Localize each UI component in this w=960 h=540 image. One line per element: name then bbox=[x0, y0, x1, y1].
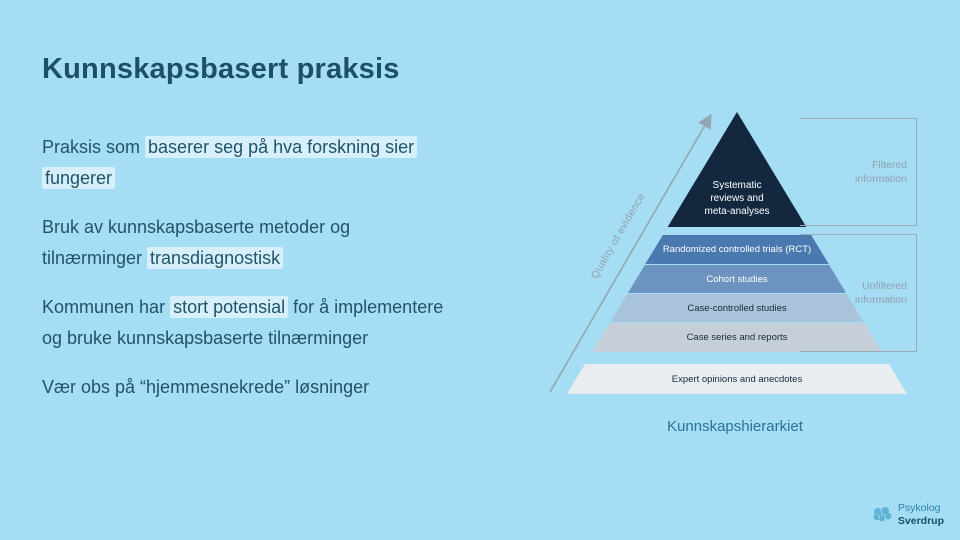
pyramid-layer-case-series: Case series and reports bbox=[592, 323, 882, 352]
pyramid-caption: Kunnskapshierarkiet bbox=[667, 418, 803, 435]
bullet-item: Vær obs på “hjemmesnekrede” løsninger bbox=[42, 372, 542, 403]
highlighted-text: stort potensial bbox=[170, 295, 289, 318]
logo-line-sverdrup: Sverdrup bbox=[897, 514, 944, 527]
bullet-item: Praksis som baserer seg på hva forskning… bbox=[42, 132, 542, 194]
bullet-text: for å implementere og bruke kunnskapsbas… bbox=[42, 296, 444, 348]
pyramid-layer-rct: Randomized controlled trials (RCT) bbox=[645, 235, 829, 264]
bullet-text: Bruk av kunnskapsbaserte metoder og tiln… bbox=[42, 216, 351, 268]
logo-name: Psykolog Sverdrup bbox=[898, 502, 944, 528]
quality-of-evidence-arrow-icon bbox=[549, 113, 712, 393]
logo: Psykolog Sverdrup bbox=[872, 502, 944, 528]
bullet-list: Praksis som baserer seg på hva forskning… bbox=[42, 114, 542, 418]
evidence-pyramid: Systematic reviews and meta-analyses Ran… bbox=[567, 112, 907, 394]
pyramid-layer-cohort-studies: Cohort studies bbox=[627, 265, 847, 293]
slide-title: Kunnskapsbasert praksis bbox=[42, 53, 400, 86]
unfiltered-information-bracket: Unfiltered information bbox=[800, 234, 917, 352]
bullet-item: Bruk av kunnskapsbaserte metoder og tiln… bbox=[42, 212, 542, 274]
filtered-information-bracket: Filtered information bbox=[800, 118, 917, 226]
pyramid-layer-expert-opinions: Expert opinions and anecdotes bbox=[567, 364, 907, 394]
bullet-text: Kommunen har bbox=[42, 296, 171, 317]
highlighted-text: transdiagnostisk bbox=[147, 246, 284, 269]
logo-line-psykolog: Psykolog bbox=[897, 501, 941, 514]
pyramid-layer-case-controlled: Case-controlled studies bbox=[610, 294, 864, 322]
filtered-information-label: Filtered information bbox=[855, 158, 907, 185]
pyramid-layer-label: Systematic reviews and meta-analyses bbox=[704, 180, 770, 217]
brain-icon bbox=[873, 506, 892, 522]
bullet-text: Praksis som bbox=[42, 137, 146, 157]
unfiltered-information-label: Unfiltered information bbox=[855, 279, 907, 306]
bullet-text: Vær obs på “hjemmesnekrede” løsninger bbox=[42, 376, 370, 397]
bullet-item: Kommunen har stort potensial for å imple… bbox=[42, 292, 542, 354]
